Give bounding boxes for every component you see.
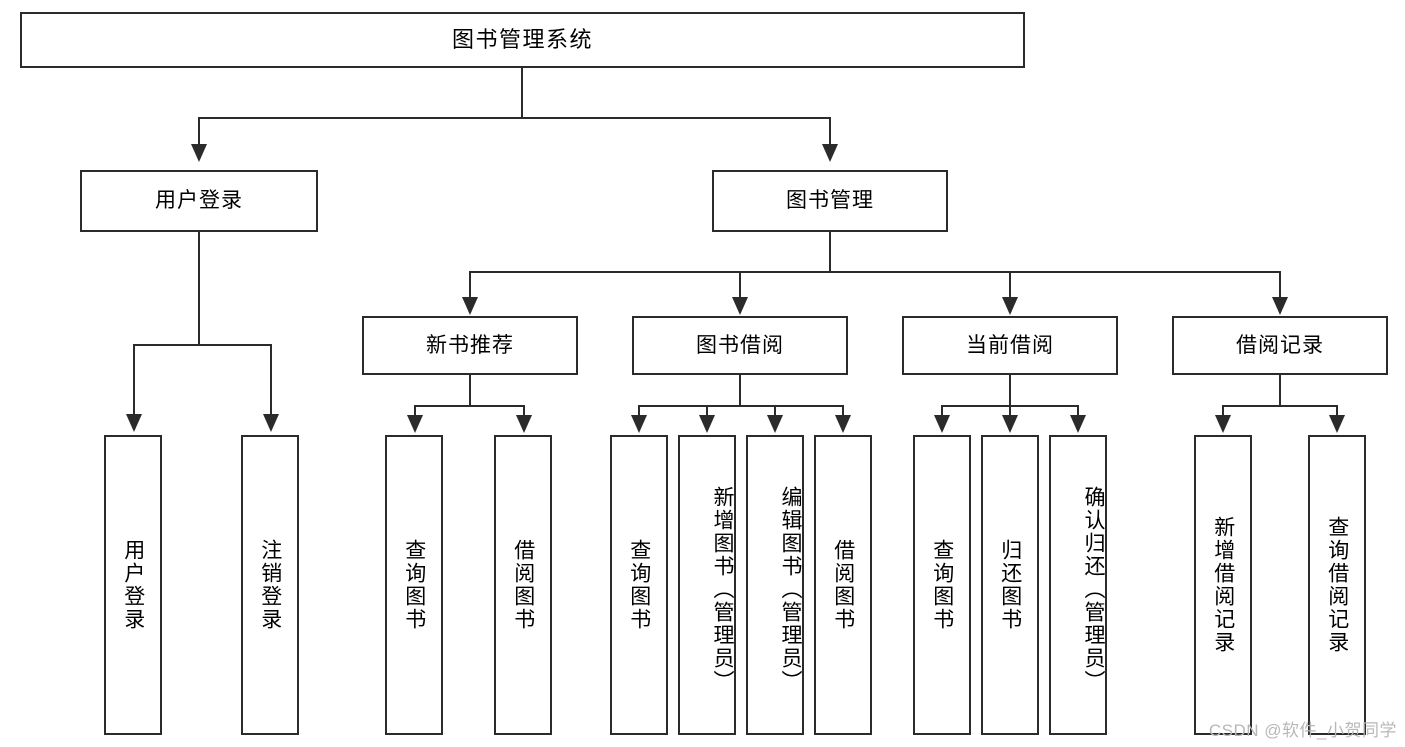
node-leaf-borrow-book-1[interactable]: 借阅图书 (494, 435, 552, 735)
arrow-to-current-borrow (1002, 297, 1018, 315)
connector-cb-stem (1009, 375, 1011, 406)
connector-user-login-stem (198, 232, 200, 345)
connector-root-drop-left (198, 117, 200, 145)
connector-bb-bus (638, 405, 844, 407)
connector-bb-drop-4 (842, 405, 844, 416)
arrow-to-leaf-return-book (1002, 415, 1018, 433)
connector-bm-drop-1 (469, 271, 471, 298)
node-leaf-add-book[interactable]: 新增图书（管理员） (678, 435, 736, 735)
node-leaf-query-book-3[interactable]: 查询图书 (913, 435, 971, 735)
arrow-to-leaf-add-book (699, 415, 715, 433)
arrow-to-user-login (191, 144, 207, 162)
connector-br-drop-2 (1336, 405, 1338, 416)
node-new-book-rec[interactable]: 新书推荐 (362, 316, 578, 375)
arrow-to-leaf-query-book-3 (934, 415, 950, 433)
node-leaf-query-book-1[interactable]: 查询图书 (385, 435, 443, 735)
arrow-to-book-borrow (732, 297, 748, 315)
arrow-to-leaf-confirm-return (1070, 415, 1086, 433)
connector-nbr-drop-1 (414, 405, 416, 416)
connector-cb-drop-1 (941, 405, 943, 416)
connector-cb-drop-2 (1009, 405, 1011, 416)
node-leaf-edit-book[interactable]: 编辑图书（管理员） (746, 435, 804, 735)
connector-bb-stem (739, 375, 741, 406)
arrow-to-leaf-borrow-book-1 (516, 415, 532, 433)
node-leaf-confirm-return[interactable]: 确认归还（管理员） (1049, 435, 1107, 735)
watermark: CSDN @软件_小贺同学 (1208, 721, 1397, 740)
connector-root-bus (198, 117, 830, 119)
node-leaf-return-book[interactable]: 归还图书 (981, 435, 1039, 735)
node-leaf-query-book-2[interactable]: 查询图书 (610, 435, 668, 735)
node-leaf-user-login[interactable]: 用户登录 (104, 435, 162, 735)
node-user-login[interactable]: 用户登录 (80, 170, 318, 232)
connector-bb-drop-3 (774, 405, 776, 416)
connector-cb-drop-3 (1077, 405, 1079, 416)
connector-bb-drop-1 (638, 405, 640, 416)
connector-nbr-bus (414, 405, 524, 407)
connector-bm-drop-4 (1279, 271, 1281, 298)
connector-root-drop-right (829, 117, 831, 145)
connector-user-login-drop-1 (133, 344, 135, 415)
connector-br-drop-1 (1222, 405, 1224, 416)
arrow-to-leaf-query-book-2 (631, 415, 647, 433)
node-root[interactable]: 图书管理系统 (20, 12, 1025, 68)
connector-book-manage-stem (829, 232, 831, 272)
connector-user-login-bus (133, 344, 272, 346)
connector-nbr-stem (469, 375, 471, 406)
connector-root-stem (521, 68, 523, 118)
node-leaf-borrow-book-2[interactable]: 借阅图书 (814, 435, 872, 735)
arrow-to-new-book-rec (462, 297, 478, 315)
arrow-to-leaf-query-record (1329, 415, 1345, 433)
node-book-borrow[interactable]: 图书借阅 (632, 316, 848, 375)
arrow-to-leaf-edit-book (767, 415, 783, 433)
node-current-borrow[interactable]: 当前借阅 (902, 316, 1118, 375)
connector-bm-drop-2 (739, 271, 741, 298)
arrow-to-borrow-record (1272, 297, 1288, 315)
connector-br-bus (1222, 405, 1337, 407)
node-borrow-record[interactable]: 借阅记录 (1172, 316, 1388, 375)
node-book-manage[interactable]: 图书管理 (712, 170, 948, 232)
node-leaf-add-record[interactable]: 新增借阅记录 (1194, 435, 1252, 735)
connector-user-login-drop-2 (270, 344, 272, 415)
connector-nbr-drop-2 (523, 405, 525, 416)
arrow-to-leaf-user-login (126, 414, 142, 432)
arrow-to-book-manage (822, 144, 838, 162)
connector-bb-drop-2 (706, 405, 708, 416)
connector-br-stem (1279, 375, 1281, 406)
arrow-to-leaf-query-book-1 (407, 415, 423, 433)
node-leaf-query-record[interactable]: 查询借阅记录 (1308, 435, 1366, 735)
arrow-to-leaf-add-record (1215, 415, 1231, 433)
arrow-to-leaf-user-logout (263, 414, 279, 432)
node-leaf-user-logout[interactable]: 注销登录 (241, 435, 299, 735)
connector-bm-drop-3 (1009, 271, 1011, 298)
arrow-to-leaf-borrow-book-2 (835, 415, 851, 433)
connector-book-manage-bus (469, 271, 1281, 273)
